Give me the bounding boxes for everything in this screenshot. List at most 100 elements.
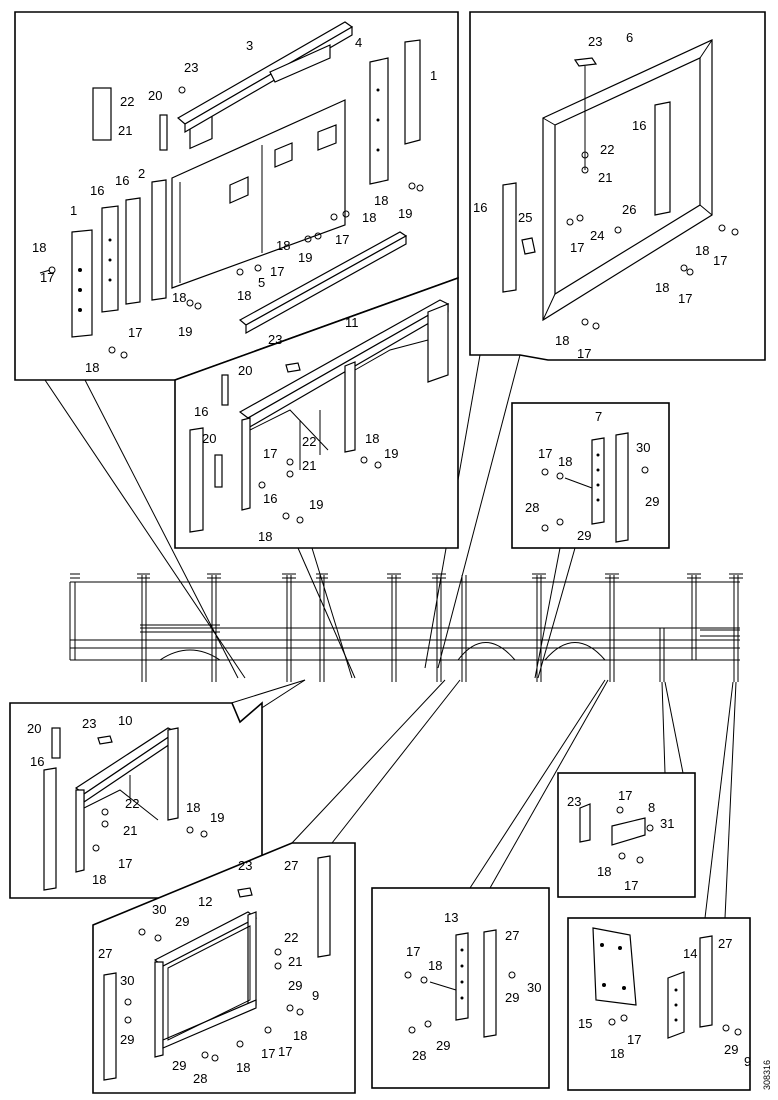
callout-18: 18 (276, 238, 290, 253)
callout-9: 9 (312, 988, 319, 1003)
callout-18: 18 (236, 1060, 250, 1075)
callout-29: 29 (288, 978, 302, 993)
callout-23: 23 (238, 858, 252, 873)
callout-7: 7 (595, 409, 602, 424)
callout-21: 21 (302, 458, 316, 473)
callout-2: 2 (138, 166, 145, 181)
callout-29: 29 (120, 1032, 134, 1047)
callout-17: 17 (570, 240, 584, 255)
callout-16: 16 (632, 118, 646, 133)
callout-29: 29 (724, 1042, 738, 1057)
callout-13: 13 (444, 910, 458, 925)
callout-6: 6 (626, 30, 633, 45)
callout-18: 18 (555, 333, 569, 348)
callout-29: 29 (436, 1038, 450, 1053)
callout-23: 23 (588, 34, 602, 49)
callout-17: 17 (128, 325, 142, 340)
callout-17: 17 (627, 1032, 641, 1047)
callout-22: 22 (600, 142, 614, 157)
callout-28: 28 (525, 500, 539, 515)
callout-21: 21 (288, 954, 302, 969)
callout-18: 18 (258, 529, 272, 544)
callout-18: 18 (610, 1046, 624, 1061)
callout-23: 23 (268, 332, 282, 347)
callout-31: 31 (660, 816, 674, 831)
callout-9: 9 (744, 1054, 751, 1069)
overview-post-caps (70, 573, 743, 579)
callout-18: 18 (374, 193, 388, 208)
callout-18: 18 (85, 360, 99, 375)
callout-28: 28 (412, 1048, 426, 1063)
callout-12: 12 (198, 894, 212, 909)
callout-21: 21 (123, 823, 137, 838)
callout-18: 18 (32, 240, 46, 255)
callout-4: 4 (355, 35, 362, 50)
callout-20: 20 (202, 431, 216, 446)
overview-elevation (69, 573, 743, 682)
callout-16: 16 (115, 173, 129, 188)
callout-5: 5 (258, 275, 265, 290)
callout-18: 18 (186, 800, 200, 815)
callout-30: 30 (152, 902, 166, 917)
callout-21: 21 (118, 123, 132, 138)
panel-arch-frame-10: 10 16 17 18 18 19 20 21 22 23 (9, 701, 263, 899)
callout-8: 8 (648, 800, 655, 815)
callout-17: 17 (678, 291, 692, 306)
callout-24: 24 (590, 228, 604, 243)
panel-post-13: 13 17 18 27 28 29 29 30 (371, 887, 550, 1089)
callout-10: 10 (118, 713, 132, 728)
panel-cab-side-wall: 1 1 2 3 4 5 16 16 17 17 17 17 18 18 18 1… (14, 11, 459, 381)
callout-23: 23 (184, 60, 198, 75)
callout-28: 28 (193, 1071, 207, 1086)
callout-20: 20 (27, 721, 41, 736)
callout-21: 21 (598, 170, 612, 185)
callout-18: 18 (172, 290, 186, 305)
drawing-code: 308316 (762, 1060, 772, 1090)
callout-18: 18 (597, 864, 611, 879)
callout-17: 17 (713, 253, 727, 268)
callout-17: 17 (538, 446, 552, 461)
callout-18: 18 (362, 210, 376, 225)
callout-26: 26 (622, 202, 636, 217)
overview-posts (141, 575, 739, 682)
callout-20: 20 (238, 363, 252, 378)
callout-18: 18 (365, 431, 379, 446)
callout-17: 17 (270, 264, 284, 279)
callout-17: 17 (263, 446, 277, 461)
callout-29: 29 (577, 528, 591, 543)
callout-17: 17 (261, 1046, 275, 1061)
callout-15: 15 (578, 1016, 592, 1031)
callout-3: 3 (246, 38, 253, 53)
callout-29: 29 (505, 990, 519, 1005)
callout-27: 27 (284, 858, 298, 873)
callout-18: 18 (428, 958, 442, 973)
callout-19: 19 (384, 446, 398, 461)
callout-30: 30 (636, 440, 650, 455)
panel-post-7: 7 17 18 28 29 29 30 (511, 402, 670, 549)
callout-16: 16 (90, 183, 104, 198)
callout-18: 18 (558, 454, 572, 469)
panel-rear-frame: 6 16 16 17 17 17 17 18 18 18 21 22 23 24… (469, 11, 766, 361)
callout-19: 19 (298, 250, 312, 265)
callout-11: 11 (345, 315, 359, 330)
callout-25: 25 (518, 210, 532, 225)
callout-18: 18 (293, 1028, 307, 1043)
callout-17: 17 (624, 878, 638, 893)
callout-27: 27 (98, 946, 112, 961)
callout-19: 19 (398, 206, 412, 221)
panel-plate-14: 9 14 15 17 18 27 29 (567, 917, 751, 1091)
callout-1: 1 (70, 203, 77, 218)
leader-lines (44, 354, 737, 919)
callout-18: 18 (237, 288, 251, 303)
callout-27: 27 (718, 936, 732, 951)
callout-22: 22 (125, 796, 139, 811)
callout-17: 17 (118, 856, 132, 871)
callout-22: 22 (302, 434, 316, 449)
callout-16: 16 (263, 491, 277, 506)
callout-19: 19 (309, 497, 323, 512)
panel-arch-frame-11: 11 16 16 17 18 18 19 19 20 20 21 22 23 (174, 276, 459, 549)
panel-bracket-8: 8 17 17 18 23 31 (557, 772, 696, 898)
callout-29: 29 (175, 914, 189, 929)
callout-23: 23 (82, 716, 96, 731)
